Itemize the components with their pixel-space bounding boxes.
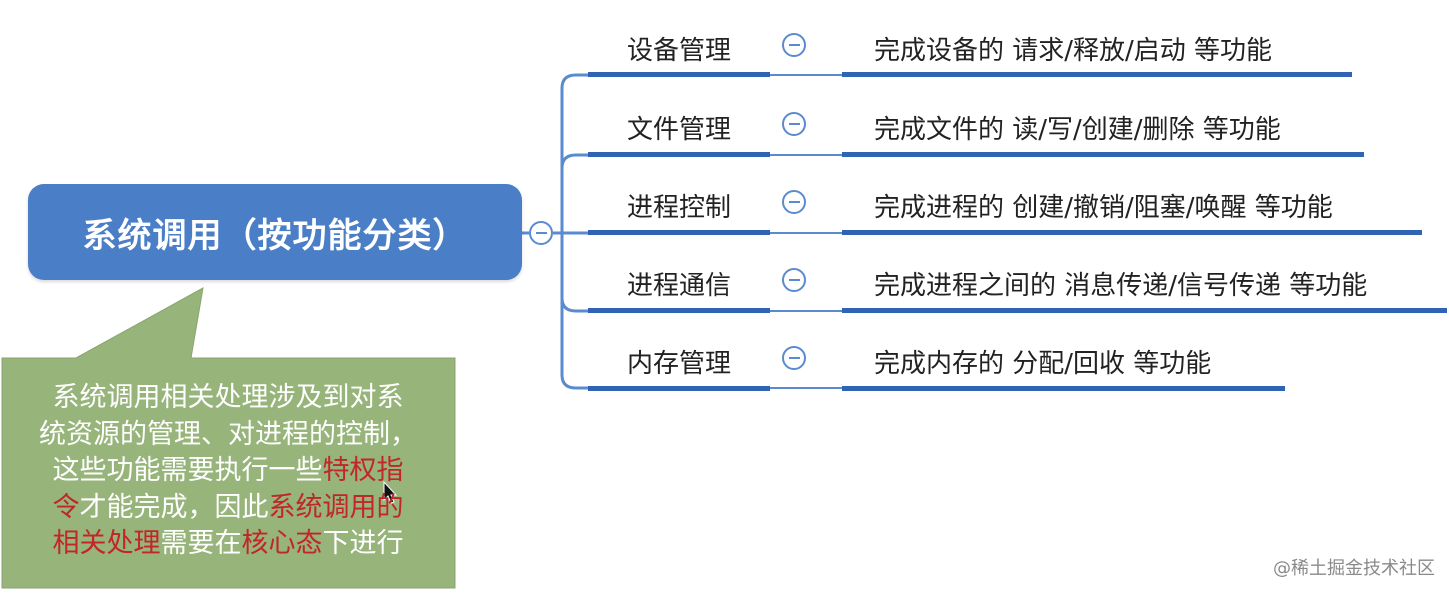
callout-text-5d: 下进行 [322,528,404,559]
callout-text-3a: 这些功能需要执行一些 [52,455,323,486]
desc-process-comm[interactable]: 完成进程之间的 消息传递/信号传递 等功能 [874,271,1368,301]
branch-label-process-comm[interactable]: 进程通信 [626,271,731,301]
callout-text-5b: 需要在 [160,528,242,559]
callout-line-2: 统资源的管理、对进程的控制， [4,417,452,454]
mouse-cursor-icon [383,480,398,504]
branch-underline-process-comm [588,308,770,313]
root-node[interactable]: 系统调用（按功能分类） [28,184,522,280]
desc-device[interactable]: 完成设备的 请求/释放/启动 等功能 [874,36,1273,66]
callout-line-3: 这些功能需要执行一些特权指 [4,453,452,490]
desc-underline-device [842,72,1352,77]
minus-icon [788,123,800,125]
minus-icon [788,201,800,203]
callout-text-1: 系统调用相关处理涉及到对系 [52,382,404,413]
desc-underline-file [842,152,1364,157]
callout-highlight-privileged: 特权指 [322,455,404,486]
desc-file[interactable]: 完成文件的 读/写/创建/删除 等功能 [874,115,1281,145]
callout-line-4: 令才能完成，因此系统调用的 [4,490,452,527]
callout-line-1: 系统调用相关处理涉及到对系 [4,380,452,417]
minus-icon [535,232,547,234]
root-title: 系统调用（按功能分类） [82,215,468,256]
branch-collapse-button-device[interactable] [782,33,806,57]
callout-highlight-processing: 相关处理 [52,528,161,559]
desc-underline-process-control [842,230,1422,235]
desc-memory[interactable]: 完成内存的 分配/回收 等功能 [874,349,1212,379]
callout-text-4b: 才能完成，因此 [79,491,269,523]
branch-underline-file [588,152,770,157]
branch-collapse-button-file[interactable] [782,112,806,136]
callout-line-5: 相关处理需要在核心态下进行 [4,526,452,563]
minus-icon [788,357,800,359]
branch-collapse-button-process-comm[interactable] [782,268,806,292]
desc-process-control[interactable]: 完成进程的 创建/撤销/阻塞/唤醒 等功能 [874,193,1333,223]
branch-connector-5 [560,233,588,390]
branch-collapse-button-process-control[interactable] [782,190,806,214]
callout-highlight-syscall: 系统调用的 [268,491,404,523]
branch-connector-1 [560,73,588,233]
branch-connector-4 [560,233,588,313]
callout-highlight-kernel-mode: 核心态 [241,528,323,559]
minus-icon [788,44,800,46]
branch-label-device[interactable]: 设备管理 [626,36,731,66]
branch-collapse-button-memory[interactable] [782,346,806,370]
callout-text-2: 统资源的管理、对进程的控制， [39,418,417,450]
callout-note[interactable]: 系统调用相关处理涉及到对系 统资源的管理、对进程的控制， 这些功能需要执行一些特… [4,380,452,563]
branch-underline-device [588,72,770,77]
minus-icon [788,279,800,281]
branch-label-file[interactable]: 文件管理 [626,115,731,145]
desc-underline-memory [842,386,1285,391]
branch-underline-process-control [588,230,770,235]
branch-connector-2 [560,153,588,233]
branch-label-process-control[interactable]: 进程控制 [626,193,731,223]
branch-label-memory[interactable]: 内存管理 [626,349,731,379]
desc-underline-process-comm [842,308,1447,313]
watermark: @稀土掘金技术社区 [1273,558,1435,579]
callout-highlight-instruction: 令 [52,491,80,523]
root-collapse-button[interactable] [529,221,553,245]
callout-bubble [1,287,456,589]
branch-underline-memory [588,386,770,391]
